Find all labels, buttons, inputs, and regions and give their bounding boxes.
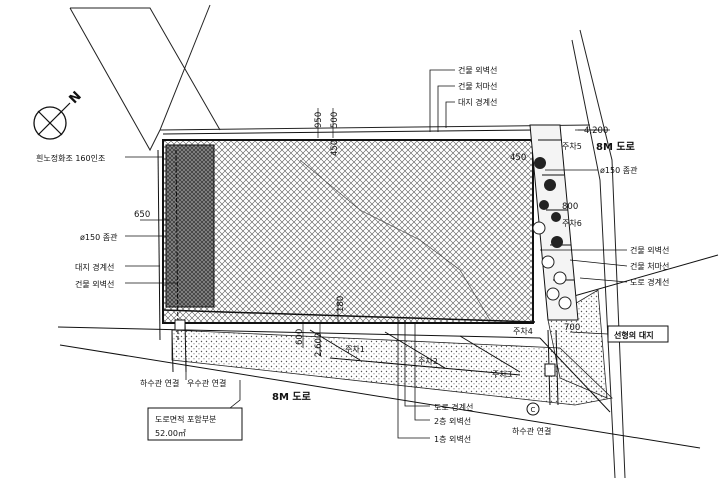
parking-label: 주차6: [562, 219, 582, 228]
tree-dark: [539, 200, 549, 210]
road-area-box: [147, 407, 243, 441]
parking-label: 주차3: [492, 370, 512, 379]
label-right-eave: 건물 처마선: [630, 261, 669, 271]
parking-label: 주차1: [345, 345, 365, 354]
label-bottom-road: 도로 경계선: [434, 402, 473, 412]
north-arrow: N: [33, 89, 85, 140]
label-left-site: 대지 경계선: [75, 262, 114, 272]
dim-650: 650: [134, 210, 150, 220]
label-linear-site: 선형의 대지: [614, 330, 654, 340]
manhole-right: [544, 363, 556, 377]
parcel-outline: [69, 4, 626, 478]
label-left-sewer: 하수관 연결: [140, 378, 179, 388]
tree-markers: [532, 157, 572, 310]
label-top-left: 흰노정화조 160인조: [36, 153, 105, 163]
label-left-water: ø150 좀관: [80, 232, 118, 242]
curve-line: [299, 159, 491, 321]
dim-2600: 2,600: [314, 333, 324, 357]
dim-450b: 450: [510, 153, 526, 163]
tree-open: [553, 271, 567, 285]
tree-dark: [551, 236, 563, 248]
bottom-parking-stalls: [309, 329, 521, 376]
manhole-left: [174, 319, 186, 331]
label-right-wall: 건물 외벽선: [630, 245, 669, 255]
label-top-wall: 건물 외벽선: [458, 65, 497, 75]
road-label-bottom: 8M 도로: [272, 391, 311, 403]
tree-open: [558, 296, 572, 310]
label-right-road: 도로 경계선: [630, 277, 669, 287]
building-left-annex: [165, 144, 215, 308]
dim-700: 700: [564, 323, 580, 333]
building-roof-line: [162, 129, 536, 135]
dim-4200: 4,200: [584, 126, 608, 136]
road-label-top-right: 8M 도로: [596, 141, 635, 153]
tree-dark: [544, 179, 556, 191]
tree-dark: [551, 212, 561, 222]
tree-dark: [534, 157, 546, 169]
parking-label: 주차5: [562, 142, 582, 151]
label-road-area-2: 52.00㎡: [155, 429, 186, 438]
tree-open: [546, 287, 560, 301]
parking-label: 주차4: [513, 327, 533, 336]
label-top-eave: 건물 처마선: [458, 81, 497, 91]
label-left-wall: 건물 외벽선: [75, 279, 114, 289]
label-road-area-1: 도로면적 포함부분: [155, 414, 216, 424]
parking-label: 주차2: [418, 357, 438, 366]
label-left-rain: 우수관 연결: [187, 378, 226, 388]
label-right-water: ø150 좀관: [600, 165, 638, 175]
building-footprint: [162, 139, 534, 324]
dimension-lines: [140, 108, 600, 356]
dim-800: 800: [562, 202, 578, 212]
dim-500: 500: [330, 112, 340, 128]
leader-lines: [125, 69, 628, 439]
symbol-c-circle: [526, 402, 540, 416]
road-boundary-lines: [57, 254, 719, 449]
dim-600: 600: [295, 329, 305, 345]
label-bottom-2f: 2층 외벽선: [434, 416, 471, 426]
dim-450: 450: [330, 140, 340, 156]
dim-180: 180: [336, 296, 346, 312]
tree-open: [532, 221, 546, 235]
road-inclusion-area: [171, 329, 613, 406]
tree-open: [541, 255, 555, 269]
symbol-c-text: C: [531, 406, 536, 414]
label-bottom-1f: 1층 외벽선: [434, 434, 471, 444]
label-bottom-sewer: 하수관 연결: [512, 426, 551, 436]
building-lower-line: [162, 309, 536, 323]
label-top-site: 대지 경계선: [458, 97, 497, 107]
dim-950: 950: [314, 112, 324, 128]
